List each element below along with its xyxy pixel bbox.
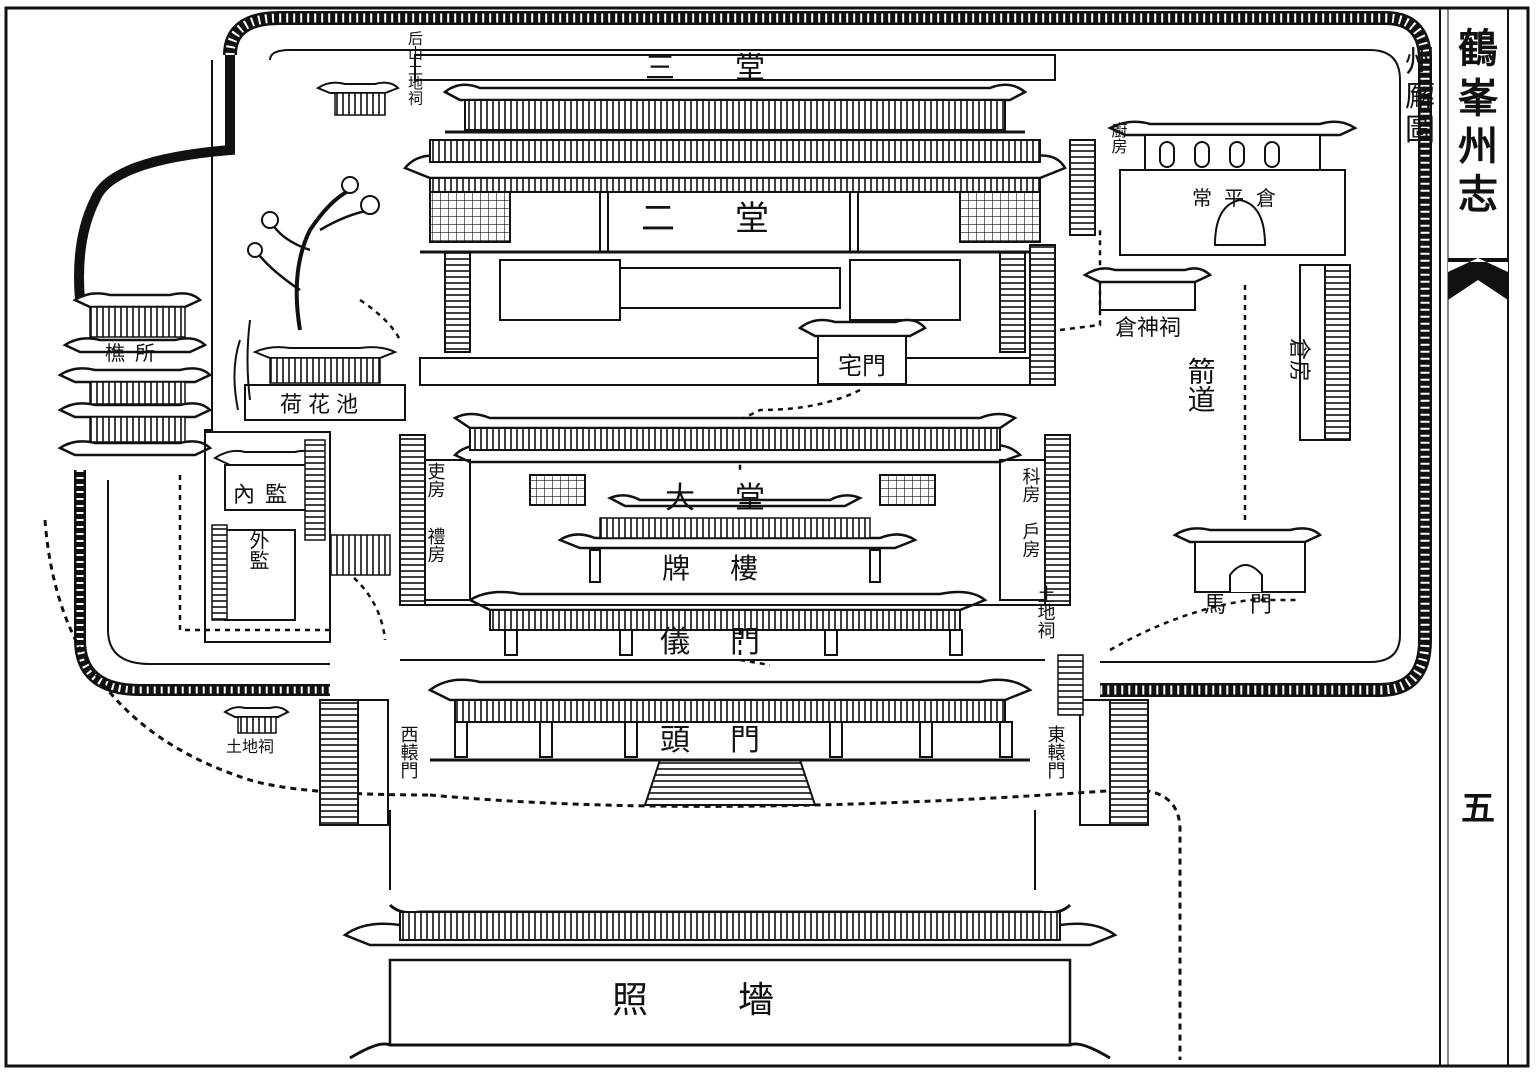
label-nei-jian: 內監 <box>233 483 297 508</box>
book-title-char-2: 峯 <box>1458 75 1499 122</box>
label-zuo-fang: 吏房 <box>425 462 446 498</box>
book-title-char-4: 志 <box>1458 171 1498 218</box>
firewood-house <box>57 292 213 457</box>
second-hall <box>402 139 1067 386</box>
subtitle-char-1: 州 <box>1405 45 1435 80</box>
memorial-archway <box>557 494 918 583</box>
main-hall <box>399 412 1071 606</box>
label-tudi-ci-left: 土地祠 <box>226 737 274 756</box>
label-he-hua-chi: 荷花池 <box>280 393 364 418</box>
horse-gate <box>1172 527 1323 593</box>
label-wai-jian: 外監 <box>246 530 270 570</box>
label-jiao-suo: 樵所 <box>105 341 165 365</box>
book-title-char-3: 州 <box>1458 123 1498 170</box>
label-you-fang-2: 戶房 <box>1020 522 1041 558</box>
label-dong-yuan-men: 東轅門 <box>1045 725 1066 779</box>
subtitle-char-3: 圖 <box>1405 113 1435 148</box>
outer-prison <box>211 524 391 621</box>
earth-shrine-left <box>223 706 290 734</box>
label-da-tang: 大堂 <box>665 481 805 516</box>
west-gate-tower <box>319 699 389 826</box>
label-chu-fang: 廚房 <box>1109 121 1128 155</box>
label-san-tang: 三堂 <box>645 51 825 86</box>
page-number: 五 <box>1461 789 1495 829</box>
label-tou-men: 頭門 <box>660 723 800 758</box>
label-tudi-ci-right: 土地祠 <box>1035 585 1056 639</box>
third-hall <box>414 54 1056 134</box>
label-cang-fang: 倉房 <box>1286 338 1311 382</box>
garden-trees <box>233 176 380 411</box>
label-zhao-qiang: 照墻 <box>612 980 864 1021</box>
page-border <box>4 6 1530 1068</box>
lotus-pond <box>244 346 406 421</box>
ceremonial-gate <box>400 590 1045 661</box>
earth-shrine-right <box>1057 654 1084 716</box>
label-chang-ping-cang: 常平倉 <box>1192 186 1288 210</box>
front-gate <box>427 678 1033 806</box>
label-pai-lou: 牌樓 <box>662 552 798 585</box>
book-title-char-1: 鶴 <box>1458 25 1498 72</box>
ever-normal-granary <box>1069 120 1358 256</box>
label-you-fang: 科房 <box>1020 467 1041 503</box>
label-jian-dao: 箭道 <box>1184 357 1217 413</box>
label-er-tang: 二堂 <box>641 199 829 239</box>
back-hill-earth-shrine <box>315 81 400 116</box>
fishtail-mark <box>1448 258 1508 300</box>
screen-wall <box>342 810 1118 1060</box>
label-zuo-fang-2: 禮房 <box>425 527 446 563</box>
label-cang-shen-ci: 倉神祠 <box>1115 316 1181 341</box>
label-hou-shan-tudi-ci: 后山土地祠 <box>406 31 424 106</box>
residence-gate <box>797 318 927 385</box>
label-zhai-men: 宅門 <box>838 352 886 380</box>
label-xi-yuan-men: 西轅門 <box>398 725 419 779</box>
subtitle-char-2: 廨 <box>1405 79 1435 114</box>
label-ma-men: 馬門 <box>1204 593 1296 618</box>
granary-storehouse <box>1299 264 1351 441</box>
granary-god-shrine <box>1082 267 1213 311</box>
label-yi-men: 儀門 <box>660 625 800 660</box>
east-gate-tower <box>1079 699 1149 826</box>
